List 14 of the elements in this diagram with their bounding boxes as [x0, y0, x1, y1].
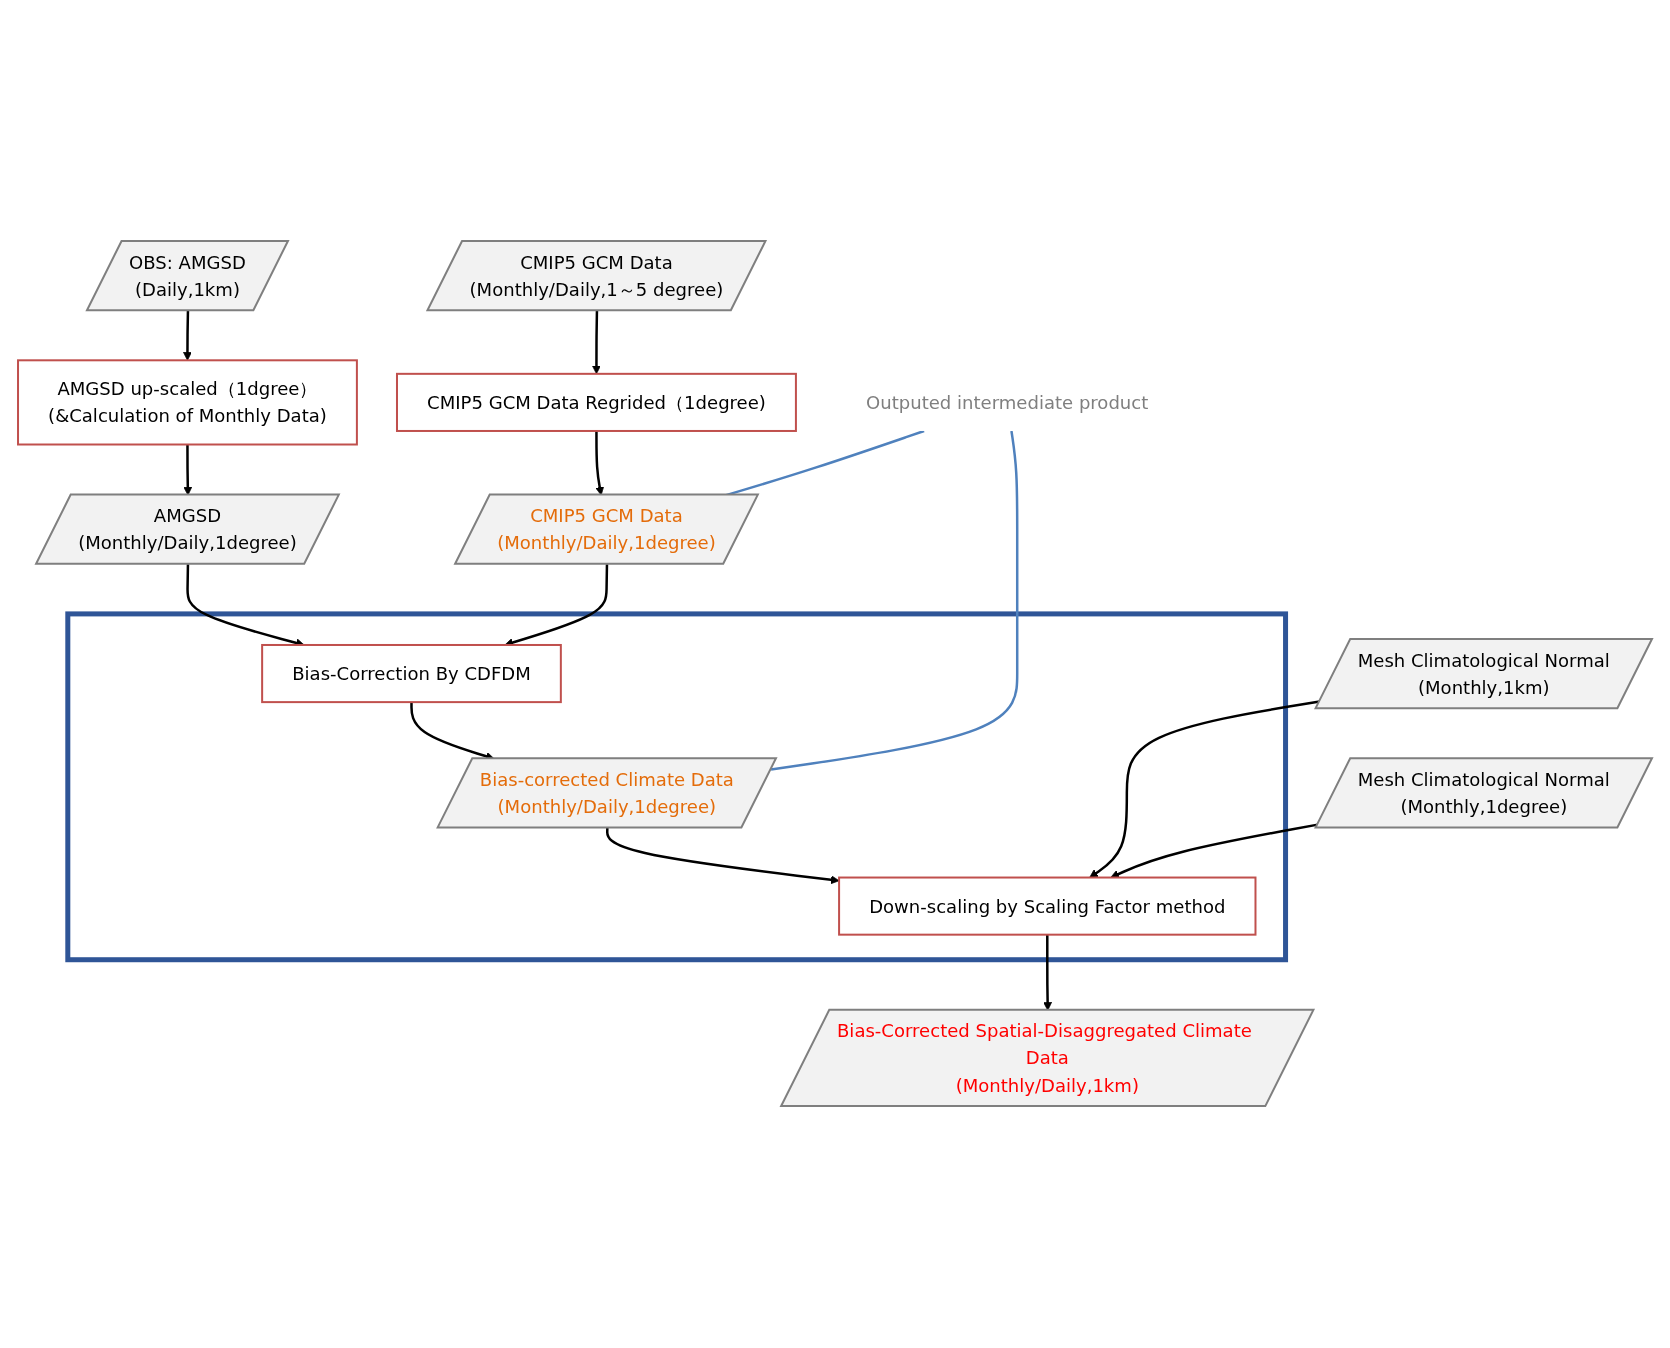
arrow	[606, 828, 840, 885]
node-box: Bias-Correction By CDFDM	[261, 644, 562, 704]
cluster	[65, 611, 1289, 963]
node-box: Down-scaling by Scaling Factor method	[838, 877, 1257, 937]
node-text: Outputed intermediate product	[866, 392, 1149, 414]
arrow	[183, 311, 192, 362]
node-box: AMGSD up-scaled（1dgree） (&Calculation of Monthly Data)	[17, 359, 358, 446]
node-box: CMIP5 GCM Data Regrided（1degree)	[396, 373, 797, 433]
connector	[770, 431, 1019, 772]
arrow	[183, 444, 193, 496]
arrow	[595, 431, 605, 496]
arrow	[1089, 700, 1320, 879]
arrow	[592, 311, 601, 375]
arrow	[1110, 823, 1318, 879]
